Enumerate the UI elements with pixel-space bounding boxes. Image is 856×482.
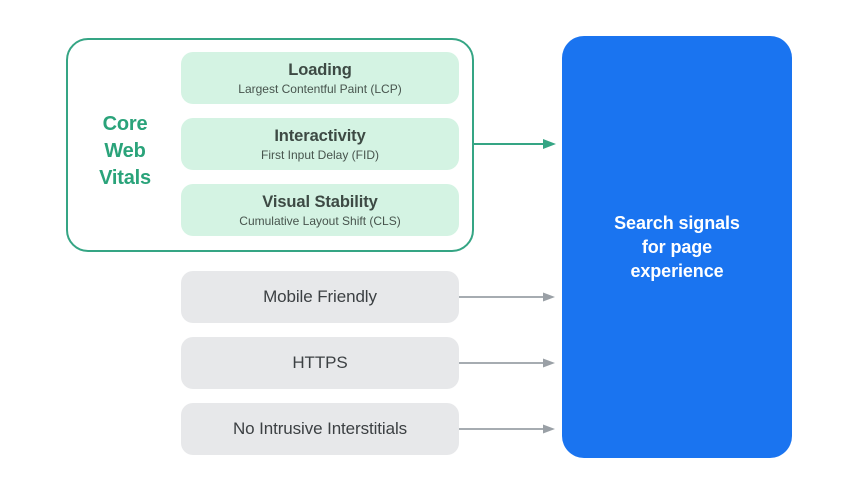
metric-subtitle-fid: First Input Delay (FID): [260, 147, 380, 162]
signal-card-https: HTTPS: [181, 337, 459, 389]
https-arrow-icon: [459, 358, 555, 368]
signal-label-no-intrusive-interstitials: No Intrusive Interstitials: [232, 419, 408, 438]
metric-title-loading: Loading: [288, 60, 352, 79]
signal-card-mobile-friendly: Mobile Friendly: [181, 271, 459, 323]
metric-card-loading: Loading Largest Contentful Paint (LCP): [181, 52, 459, 104]
metric-title-interactivity: Interactivity: [274, 126, 366, 145]
metric-title-visual-stability: Visual Stability: [262, 192, 378, 211]
metric-subtitle-cls: Cumulative Layout Shift (CLS): [239, 213, 401, 228]
core-web-vitals-label: Core Web Vitals: [99, 113, 151, 189]
metric-subtitle-lcp: Largest Contentful Paint (LCP): [238, 81, 402, 96]
mobile-friendly-arrow-icon: [459, 292, 555, 302]
signal-card-no-intrusive-interstitials: No Intrusive Interstitials: [181, 403, 459, 455]
search-signals-box: Search signals for page experience: [562, 36, 792, 458]
search-signals-label: Search signals for page experience: [614, 213, 740, 281]
signal-label-https: HTTPS: [292, 353, 348, 372]
core-web-vitals-arrow-icon: [474, 139, 556, 149]
metric-card-visual-stability: Visual Stability Cumulative Layout Shift…: [181, 184, 459, 236]
metric-card-interactivity: Interactivity First Input Delay (FID): [181, 118, 459, 170]
no-intrusive-interstitials-arrow-icon: [459, 424, 555, 434]
signal-label-mobile-friendly: Mobile Friendly: [263, 287, 377, 306]
